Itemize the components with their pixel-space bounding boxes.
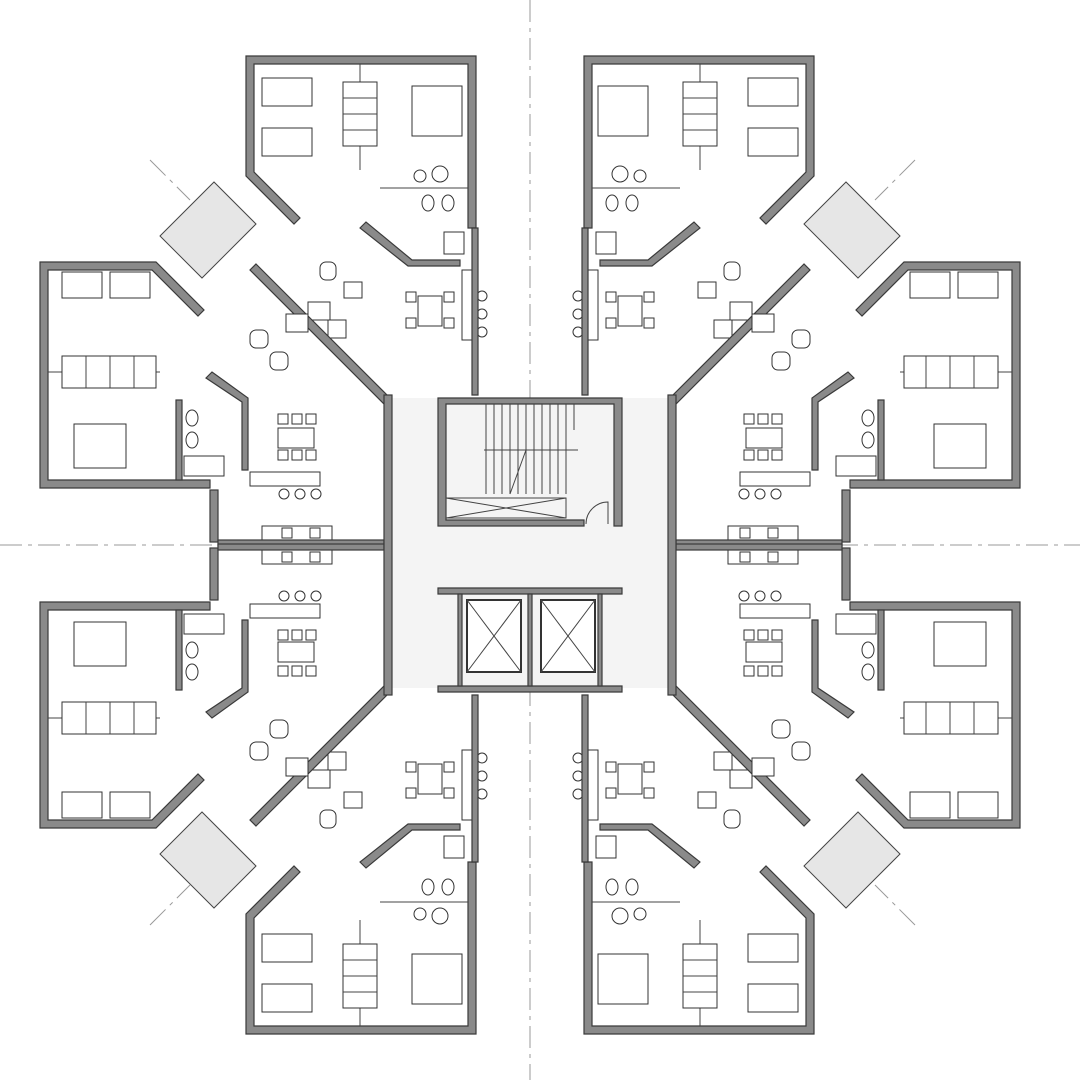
diagonal-axis-br — [874, 884, 916, 926]
central-core — [383, 394, 677, 696]
staircase — [437, 397, 623, 527]
elevator-bank — [437, 587, 623, 693]
elevator-2 — [540, 599, 596, 673]
diagonal-axis-bl — [149, 884, 191, 926]
diagonal-axis-tl — [149, 159, 191, 201]
diagonal-axis-tr — [874, 159, 916, 201]
elevator-1 — [466, 599, 522, 673]
stair-door-swing — [585, 501, 609, 525]
